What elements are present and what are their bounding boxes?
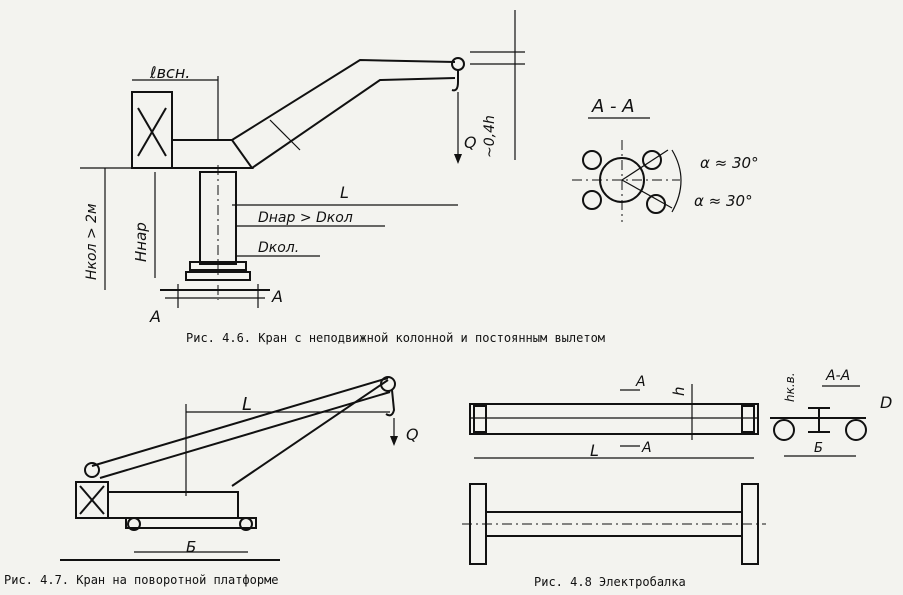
label-h-nar: Hнар bbox=[132, 222, 150, 262]
label-l: L bbox=[242, 394, 252, 415]
label-d: D bbox=[880, 393, 892, 412]
caption-fig-4-7: Рис. 4.7. Кран на поворотной платформе bbox=[4, 573, 279, 587]
fig-4-7-crane-rotary-platform: L Q Б bbox=[60, 376, 419, 561]
fig-4-8-electric-beam: A A h L A-A hк.в. Б D bbox=[462, 368, 892, 565]
label-q: Q bbox=[464, 133, 477, 152]
counterweight-cross-b bbox=[79, 485, 105, 515]
bolt-hole-bottom-right bbox=[646, 194, 666, 214]
label-l-vsn: ℓвсн. bbox=[149, 63, 190, 82]
jib-pivot bbox=[84, 462, 100, 478]
hook bbox=[451, 70, 459, 92]
label-a-top: A bbox=[635, 374, 646, 390]
label-alpha-bottom: α ≈ 30° bbox=[694, 192, 753, 210]
counterweight-box bbox=[131, 91, 173, 169]
section-cut-line bbox=[269, 119, 301, 151]
caption-fig-4-8: Рис. 4.8 Электробалка bbox=[534, 575, 686, 589]
section-aa-title: A - A bbox=[591, 96, 635, 117]
end-truck-right bbox=[741, 405, 755, 433]
jib-strut bbox=[231, 379, 389, 487]
angle-ray-top bbox=[621, 149, 669, 181]
label-a-bottom: A bbox=[641, 440, 652, 456]
angle-arc bbox=[671, 149, 682, 213]
label-section-a-right: A bbox=[271, 287, 283, 306]
section-a-a-view: A - A α ≈ 30° α ≈ 30° bbox=[572, 96, 759, 222]
label-d-kol: Dкол. bbox=[258, 240, 299, 256]
fig-4-6-crane-fixed-column: ℓвсн. ~0,4h Q L Dнар > Dкол Dкол. Hнар H… bbox=[80, 10, 525, 326]
load-arrow bbox=[454, 154, 462, 164]
wheel-right bbox=[239, 517, 253, 531]
jib-head-pulley bbox=[380, 376, 396, 392]
load-arrow bbox=[390, 436, 398, 446]
label-l: L bbox=[340, 183, 349, 202]
label-l: L bbox=[590, 441, 599, 460]
column-flange-upper bbox=[189, 261, 247, 271]
jib-lower-chord bbox=[251, 77, 456, 169]
label-q: Q bbox=[406, 425, 419, 444]
beam-side-view bbox=[469, 403, 759, 435]
undercarriage bbox=[125, 517, 257, 529]
rotary-platform bbox=[107, 491, 239, 519]
wheel-right-section bbox=[845, 419, 867, 441]
bolt-hole-top-left bbox=[582, 150, 602, 170]
jib-upper-chord bbox=[231, 58, 456, 141]
wheel-left-section bbox=[773, 419, 795, 441]
label-b: Б bbox=[814, 441, 823, 456]
bolt-hole-bottom-left bbox=[582, 190, 602, 210]
label-h-fraction: ~0,4h bbox=[482, 115, 498, 158]
jib-upper bbox=[91, 377, 389, 467]
angle-ray-bottom bbox=[621, 179, 673, 209]
label-h-kol: Hкол > 2м bbox=[84, 203, 100, 280]
column-flange-lower bbox=[185, 271, 251, 281]
crane-head bbox=[172, 139, 254, 169]
label-section-aa: A-A bbox=[825, 368, 850, 384]
jib-lower bbox=[99, 391, 391, 479]
bolt-hole-top-right bbox=[642, 150, 662, 170]
label-b: Б bbox=[186, 538, 196, 556]
end-truck-left bbox=[473, 405, 487, 433]
label-h: h bbox=[670, 386, 688, 396]
wheel-left bbox=[127, 517, 141, 531]
hook-pulley bbox=[451, 57, 465, 71]
label-alpha-top: α ≈ 30° bbox=[700, 154, 759, 172]
caption-fig-4-6: Рис. 4.6. Кран с неподвижной колонной и … bbox=[186, 331, 605, 345]
label-h-kv: hк.в. bbox=[783, 372, 797, 402]
label-section-a-left: A bbox=[149, 307, 161, 326]
label-d-nar: Dнар > Dкол bbox=[258, 210, 353, 226]
hook bbox=[385, 389, 396, 417]
counterweight-cross-b bbox=[137, 107, 167, 157]
